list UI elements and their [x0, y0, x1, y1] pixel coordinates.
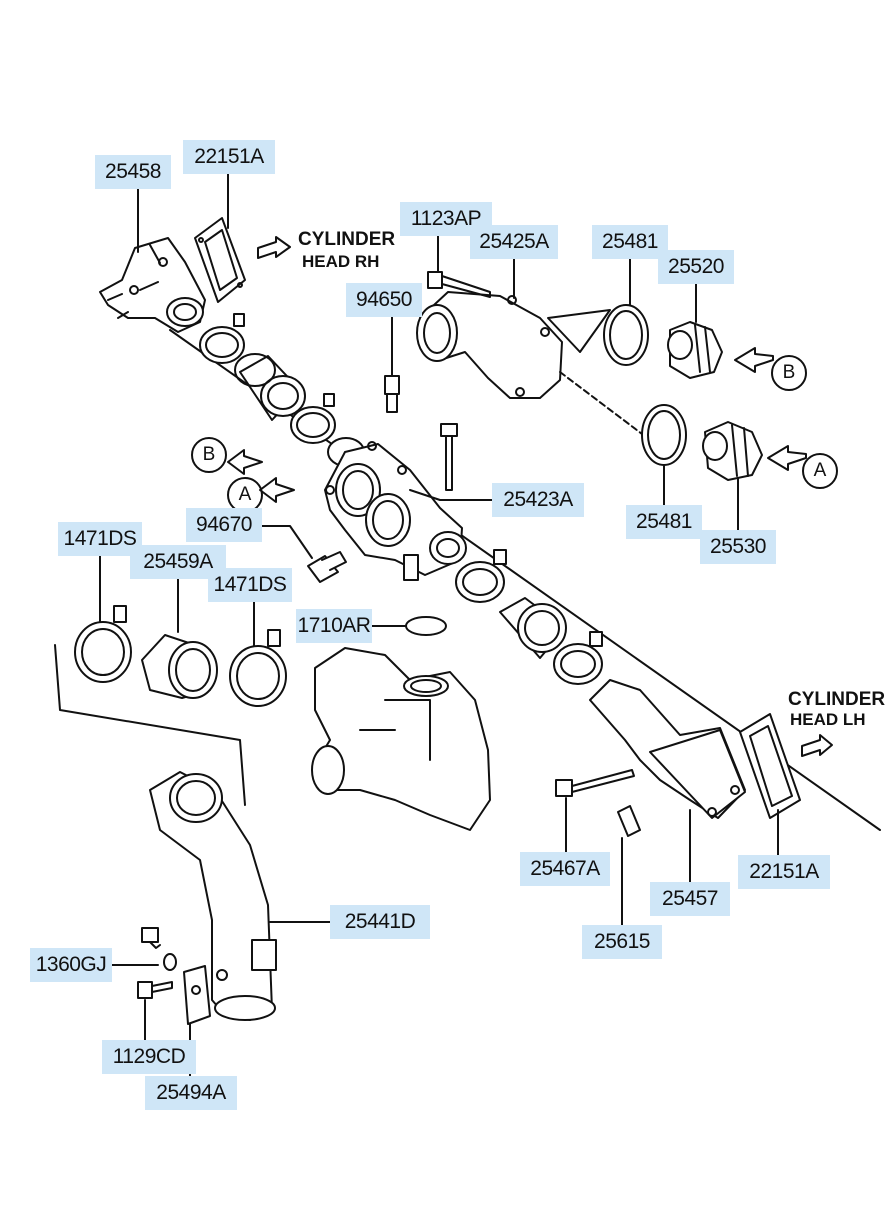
- marker-b-right: B: [771, 355, 807, 391]
- part-label-1471ds-right[interactable]: 1471DS: [208, 568, 292, 602]
- part-label-1710ar[interactable]: 1710AR: [296, 609, 372, 643]
- temperature-sensor-icon: [307, 551, 347, 583]
- part-label-25615[interactable]: 25615: [582, 925, 662, 959]
- part-label-25458[interactable]: 25458: [95, 155, 171, 189]
- part-label-25494a[interactable]: 25494A: [145, 1076, 237, 1110]
- gasket-icon: [739, 713, 801, 819]
- hose-clamp-icon: [455, 549, 507, 603]
- water-outlet-pipe-icon: [416, 291, 563, 399]
- gasket-icon: [641, 404, 687, 466]
- washer-icon: [163, 953, 177, 971]
- part-label-25457[interactable]: 25457: [650, 882, 730, 916]
- guide-line-lower: [559, 371, 651, 441]
- part-label-1129cd[interactable]: 1129CD: [102, 1040, 196, 1074]
- arrow-right-icon: [257, 236, 291, 259]
- part-label-22151a-bottom[interactable]: 22151A: [738, 855, 830, 889]
- hose-clamp-icon: [199, 313, 245, 364]
- hose-clamp-icon: [74, 605, 132, 683]
- water-outlet-pipe-icon: [589, 679, 746, 819]
- bolt-icon: [555, 769, 635, 797]
- arrow-right-icon: [801, 734, 833, 757]
- leader-94670: [261, 525, 313, 559]
- part-label-25520[interactable]: 25520: [658, 250, 734, 284]
- part-label-25530[interactable]: 25530: [700, 530, 776, 564]
- bolt-icon: [440, 423, 458, 491]
- part-label-25441d[interactable]: 25441D: [330, 905, 430, 939]
- hose-clamp-icon: [290, 393, 336, 444]
- bolt-icon: [141, 927, 161, 949]
- cylinder-head-rh-line1: CYLINDER: [298, 229, 396, 250]
- water-pump-icon: [311, 647, 491, 831]
- thermostat-icon: [667, 321, 723, 379]
- group-bracket-line: [54, 644, 246, 806]
- guide-line-upper: [547, 309, 611, 353]
- hose-icon: [499, 597, 567, 659]
- part-label-94650[interactable]: 94650: [346, 283, 422, 317]
- part-label-25467a[interactable]: 25467A: [520, 852, 610, 886]
- marker-b-left: B: [191, 437, 227, 473]
- cylinder-head-rh-line2: HEAD RH: [302, 252, 380, 271]
- part-label-25481-bottom[interactable]: 25481: [626, 505, 702, 539]
- part-label-25425a[interactable]: 25425A: [470, 225, 558, 259]
- hose-icon: [141, 634, 218, 699]
- gasket-icon: [194, 217, 246, 303]
- leader-25423a: [409, 489, 493, 501]
- part-label-22151a-top[interactable]: 22151A: [183, 140, 275, 174]
- bracket-icon: [183, 965, 211, 1025]
- hose-icon: [234, 353, 306, 421]
- temperature-sensor-icon: [617, 805, 641, 837]
- thermostat-icon: [702, 421, 763, 481]
- marker-a-right: A: [802, 453, 838, 489]
- part-label-94670[interactable]: 94670: [186, 508, 262, 542]
- temperature-sensor-icon: [384, 375, 400, 413]
- water-inlet-pipe-icon: [149, 771, 277, 1021]
- gasket-icon: [603, 304, 649, 366]
- part-label-1360gj[interactable]: 1360GJ: [30, 948, 112, 982]
- arrow-left-icon: [734, 347, 774, 373]
- thermostat-housing-icon: [324, 441, 467, 581]
- water-outlet-fitting-icon: [99, 237, 206, 333]
- hose-clamp-icon: [553, 631, 603, 685]
- cylinder-head-lh-line2: HEAD LH: [790, 710, 866, 729]
- arrow-left-icon: [259, 477, 295, 503]
- hose-clamp-icon: [229, 629, 287, 707]
- arrow-left-icon: [227, 449, 263, 475]
- o-ring-icon: [405, 616, 447, 636]
- bolt-icon: [137, 981, 173, 999]
- arrow-left-icon: [767, 445, 807, 471]
- part-label-1123ap[interactable]: 1123AP: [400, 202, 492, 236]
- bolt-icon: [427, 271, 491, 298]
- cylinder-head-lh-line1: CYLINDER: [788, 689, 886, 710]
- part-label-25481-top[interactable]: 25481: [592, 225, 668, 259]
- part-label-1471ds-left[interactable]: 1471DS: [58, 522, 142, 556]
- part-label-25423a[interactable]: 25423A: [492, 483, 584, 517]
